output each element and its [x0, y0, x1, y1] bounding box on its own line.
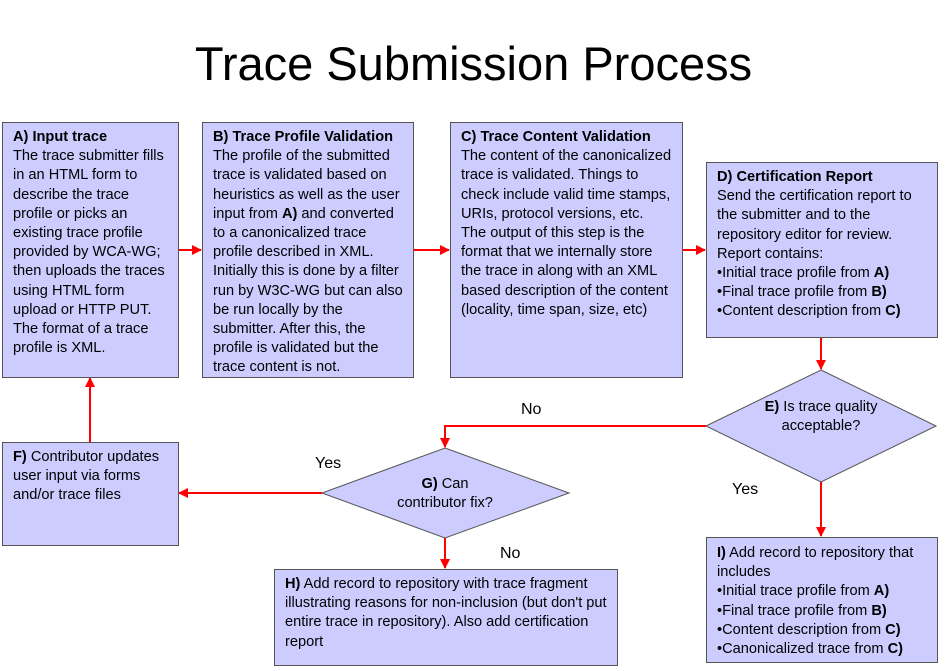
list-item: •Content description from C) — [717, 621, 901, 638]
arrow-e-no-to-g — [440, 425, 706, 448]
label-e-yes: Yes — [732, 481, 759, 498]
box-d-list: •Initial trace profile from A) •Final tr… — [717, 264, 927, 322]
diagram-title: Trace Submission Process — [194, 37, 753, 90]
box-b-body-ref: A) — [281, 205, 298, 222]
box-i-list: •Initial trace profile from A) •Final tr… — [717, 582, 927, 659]
decision-g-text: G) Can contributor fix? — [385, 475, 505, 513]
box-a-body: The trace submitter fills in an HTML for… — [13, 148, 165, 357]
decision-g-heading: G) — [421, 476, 438, 492]
list-item: •Initial trace profile from A) — [717, 265, 890, 282]
decision-e-body: Is trace quality acceptable? — [781, 399, 878, 435]
box-a-heading: A) Input trace — [13, 129, 108, 145]
label-g-no: No — [500, 545, 521, 562]
box-b-body-post: and converted to a canonicalized trace p… — [213, 205, 403, 376]
box-c-body: The content of the canonicalized trace i… — [461, 148, 672, 318]
box-c-heading: C) Trace Content Validation — [461, 129, 651, 145]
box-b-trace-profile-validation: B) Trace Profile Validation The profile … — [202, 122, 414, 378]
label-g-yes: Yes — [315, 455, 342, 472]
box-d-body: Send the certification report to the sub… — [717, 188, 912, 262]
box-d-heading: D) Certification Report — [717, 169, 873, 185]
list-item: •Final trace profile from B) — [717, 602, 887, 619]
box-h-heading: H) — [285, 576, 301, 592]
list-item: •Canonicalized trace from C) — [717, 641, 903, 658]
list-item: •Final trace profile from B) — [717, 284, 887, 301]
box-i-heading: I) — [717, 545, 726, 561]
box-h-body: Add record to repository with trace frag… — [285, 576, 607, 650]
decision-g-body: Can contributor fix? — [397, 476, 493, 512]
box-h-add-fragment: H) Add record to repository with trace f… — [274, 569, 618, 666]
list-item: •Initial trace profile from A) — [717, 583, 890, 600]
list-item: •Content description from C) — [717, 303, 901, 320]
label-e-no: No — [521, 401, 542, 418]
box-i-body: Add record to repository that includes — [717, 545, 914, 581]
box-i-add-record: I) Add record to repository that include… — [706, 537, 938, 663]
box-b-body-pre: The profile of the submitted trace is va… — [213, 148, 400, 222]
box-f-body: Contributor updates user input via forms… — [13, 449, 160, 504]
decision-e-heading: E) — [764, 399, 780, 415]
box-d-certification-report: D) Certification Report Send the certifi… — [706, 162, 938, 338]
box-f-contributor-updates: F) Contributor updates user input via fo… — [2, 442, 179, 546]
box-f-heading: F) — [13, 449, 27, 465]
decision-e-text: E) Is trace quality acceptable? — [761, 398, 881, 436]
box-a-input-trace: A) Input trace The trace submitter fills… — [2, 122, 179, 378]
box-b-heading: B) Trace Profile Validation — [213, 129, 394, 145]
box-c-trace-content-validation: C) Trace Content Validation The content … — [450, 122, 683, 378]
